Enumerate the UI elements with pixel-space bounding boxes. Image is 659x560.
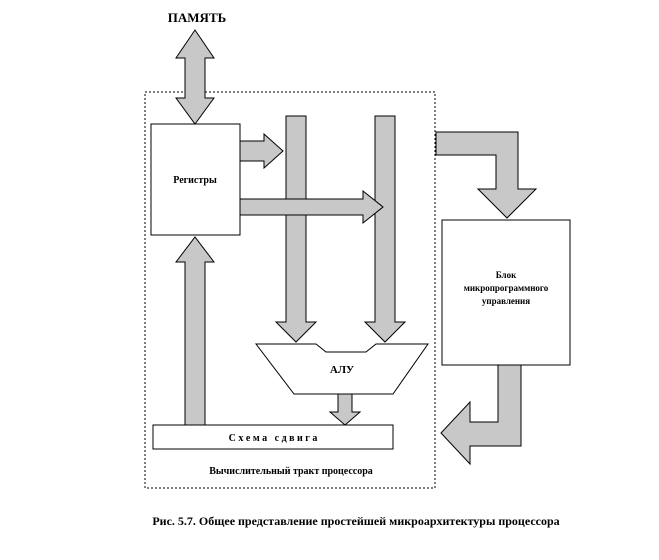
- datapath-to-control-arrow: [435, 131, 538, 219]
- alu-label: АЛУ: [330, 364, 354, 376]
- bus-a-arrow: [274, 115, 318, 343]
- control-unit-label-line2: микропрограммного: [464, 283, 549, 293]
- figure-caption: Рис. 5.7. Общее представление простейшей…: [152, 514, 559, 528]
- control-unit-label-line3: управления: [482, 296, 530, 306]
- registers-to-bus-b-arrow: [239, 189, 384, 225]
- registers-box: [150, 123, 241, 236]
- shifter-label: С х е м а с д в и г а: [229, 433, 318, 444]
- datapath-label: Вычислительный тракт процессора: [209, 466, 373, 477]
- memory-label: ПАМЯТЬ: [168, 10, 226, 25]
- control-to-datapath-arrow: [440, 364, 522, 466]
- control-unit-box: [441, 219, 571, 366]
- bus-b-arrow: [363, 115, 407, 343]
- control-unit-label-line1: Блок: [496, 270, 517, 280]
- bus-c-arrow: [174, 236, 216, 426]
- registers-to-bus-a-arrow: [239, 132, 284, 170]
- alu-shape: [254, 343, 429, 395]
- memory-bus-arrow: [175, 29, 215, 125]
- alu-to-shifter-arrow: [328, 393, 362, 426]
- registers-label: Регистры: [173, 175, 217, 186]
- datapath-boundary: [144, 91, 436, 489]
- shifter-box: [152, 424, 394, 450]
